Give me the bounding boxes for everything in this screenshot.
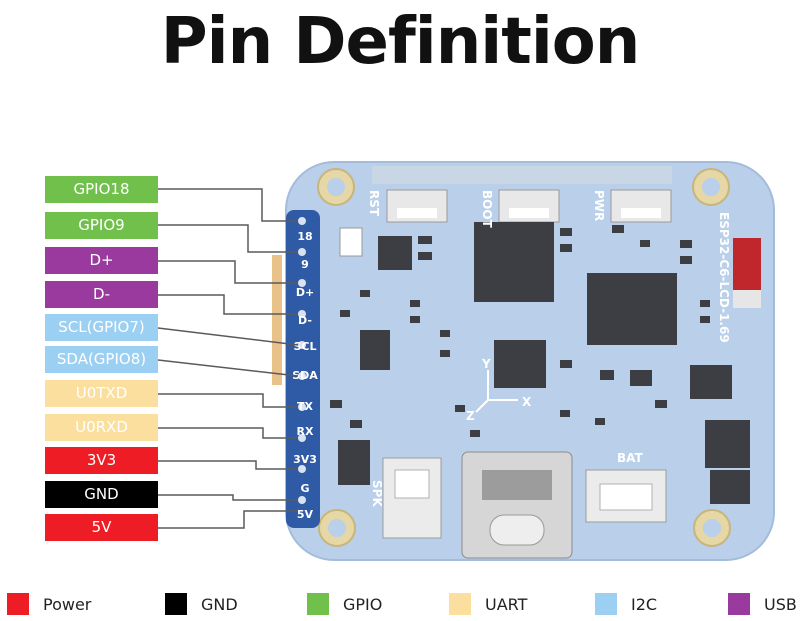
- legend-item-uart: UART: [449, 592, 527, 616]
- legend-label: Power: [43, 594, 92, 614]
- mounting-hole-icon: [693, 509, 731, 547]
- legend-swatch-icon: [165, 593, 187, 615]
- rst-label: RST: [367, 190, 381, 217]
- pin-label-gpio18: GPIO18: [45, 176, 158, 203]
- chip-icon: [690, 365, 732, 399]
- model-label: ESP32-C6-LCD-1.69: [717, 212, 731, 343]
- boot-button-icon: [498, 189, 560, 223]
- legend-item-power: Power: [7, 592, 91, 616]
- rst-button-icon: [386, 189, 448, 223]
- pin-label-scl: SCL(GPIO7): [45, 314, 158, 341]
- header-pin-label: SDA: [292, 369, 318, 382]
- chip-icon: [360, 330, 390, 370]
- pin-label-dminus: D-: [45, 281, 158, 308]
- spk-connector-icon: [382, 457, 442, 539]
- legend-label: GND: [201, 594, 238, 614]
- axis-y-label: Y: [481, 357, 491, 371]
- header-pin-label: D-: [298, 314, 312, 327]
- chip-icon: [474, 222, 554, 302]
- mounting-hole-icon: [692, 168, 730, 206]
- axis-z-label: Z: [466, 409, 475, 423]
- pin-label-5v: 5V: [45, 514, 158, 541]
- legend-swatch-icon: [7, 593, 29, 615]
- pwr-label: PWR: [592, 190, 606, 221]
- pin-label-u0txd: U0TXD: [45, 380, 158, 407]
- pin-header: [286, 210, 320, 528]
- header-pin-label: TX: [297, 400, 314, 413]
- pwr-button-icon: [610, 189, 672, 223]
- header-pin-label: RX: [297, 425, 314, 438]
- boot-label: BOOT: [480, 190, 494, 229]
- legend-swatch-icon: [728, 593, 750, 615]
- chip-icon: [378, 236, 412, 270]
- header-pin-label: 3V3: [293, 453, 317, 466]
- legend-item-gpio: GPIO: [307, 592, 382, 616]
- chip-icon: [587, 273, 677, 345]
- bat-label: BAT: [617, 451, 644, 465]
- header-pin-label: 9: [301, 258, 309, 271]
- pin-holes: [298, 217, 306, 504]
- legend-item-usb: USB: [728, 592, 797, 616]
- usb-c-port-icon: [461, 451, 573, 559]
- page-title: Pin Definition: [160, 5, 641, 79]
- axis-x-label: X: [522, 395, 532, 409]
- header-pin-label: D+: [296, 286, 314, 299]
- chip-icon: [494, 340, 546, 388]
- legend-swatch-icon: [595, 593, 617, 615]
- legend-label: USB: [764, 594, 797, 614]
- pin-label-dplus: D+: [45, 247, 158, 274]
- legend-swatch-icon: [449, 593, 471, 615]
- chip-icon: [705, 420, 750, 468]
- legend-item-i2c: I2C: [595, 592, 657, 616]
- legend-label: I2C: [631, 594, 658, 614]
- header-pin-label: 5V: [297, 508, 314, 521]
- legend-item-gnd: GND: [165, 592, 238, 616]
- chip-icon: [710, 470, 750, 504]
- header-pin-label: G: [300, 482, 309, 495]
- pin-label-gpio9: GPIO9: [45, 212, 158, 239]
- mounting-hole-icon: [317, 168, 355, 206]
- pin-label-sda: SDA(GPIO8): [45, 346, 158, 373]
- bat-connector-icon: [585, 469, 667, 523]
- spk-label: SPK: [370, 480, 384, 507]
- header-pin-label: SCL: [293, 340, 316, 353]
- legend-label: UART: [485, 594, 528, 614]
- pin-label-gnd: GND: [45, 481, 158, 508]
- mounting-hole-icon: [318, 509, 356, 547]
- legend-swatch-icon: [307, 593, 329, 615]
- pin-label-3v3: 3V3: [45, 447, 158, 474]
- pin-leader-lines: [157, 188, 299, 529]
- chip-icon: [338, 440, 370, 485]
- legend-label: GPIO: [343, 594, 383, 614]
- header-pin-label: 18: [297, 230, 312, 243]
- pin-label-u0rxd: U0RXD: [45, 414, 158, 441]
